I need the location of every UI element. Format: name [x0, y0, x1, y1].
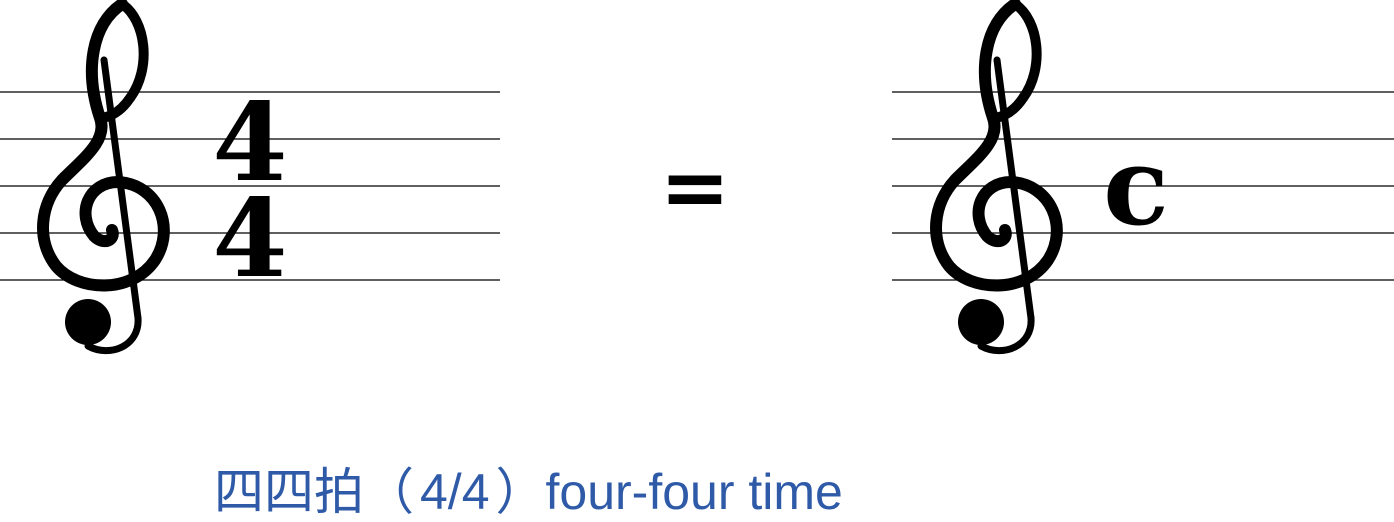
- caption-english: four-four time: [545, 464, 843, 520]
- treble-clef-icon: [936, 4, 1057, 351]
- caption-chinese: 四四拍: [214, 464, 364, 520]
- caption-open-paren: （: [364, 464, 414, 520]
- equals-sign: =: [660, 138, 730, 236]
- treble-clef-icon: [43, 4, 164, 351]
- caption-close-paren: ）: [495, 464, 546, 520]
- time-signature-top: 4: [212, 80, 287, 206]
- caption-fraction: 4/4: [420, 464, 490, 520]
- time-signature-bottom: 4: [212, 176, 287, 302]
- left-staff: 4 4: [0, 4, 500, 351]
- common-time-symbol: c: [1103, 124, 1169, 250]
- caption: 四四拍（4/4）four-four time: [214, 462, 843, 522]
- right-staff: c: [892, 4, 1394, 351]
